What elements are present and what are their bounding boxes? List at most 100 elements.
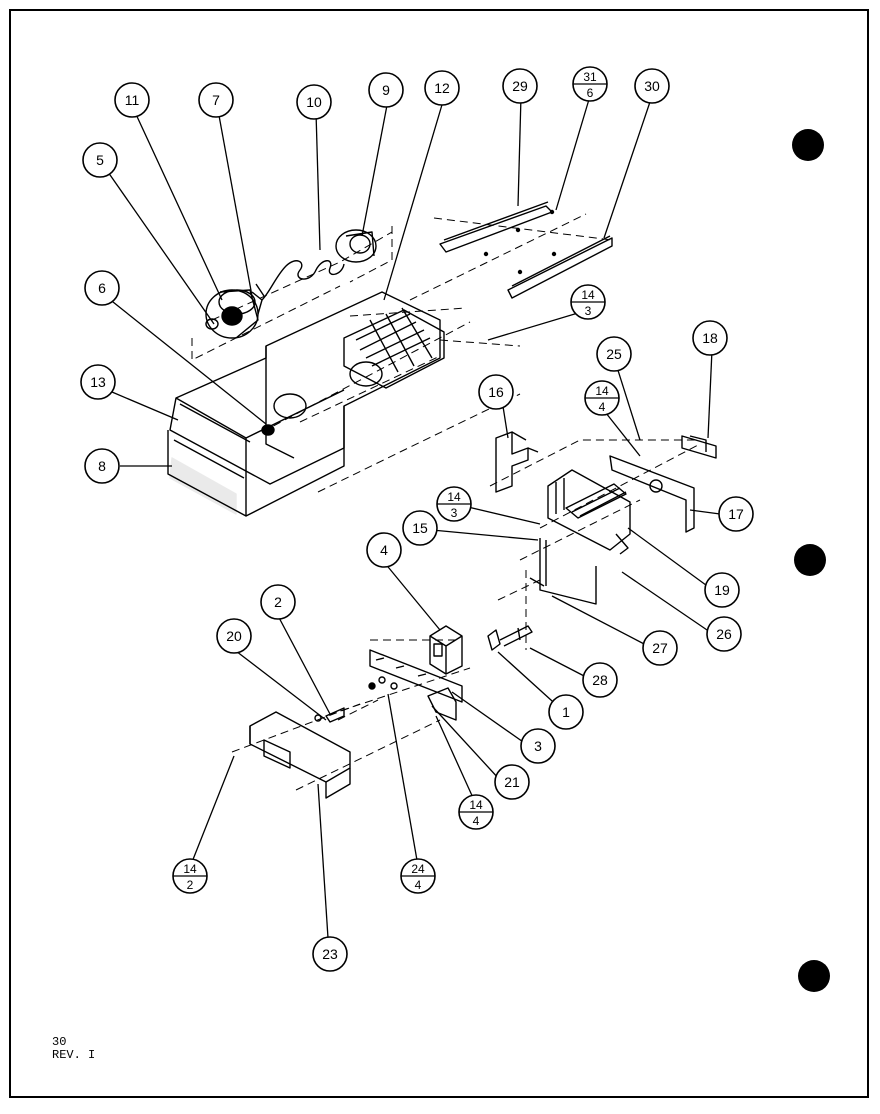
fraction-top: 24 [411, 862, 425, 876]
callout-label: 19 [714, 582, 730, 598]
wire-harness-part [529, 538, 597, 605]
callout-19: 19 [704, 572, 740, 608]
callout-circle [520, 728, 556, 764]
callout-label: 25 [606, 346, 622, 362]
spring-part [261, 260, 345, 301]
callout-label: 7 [212, 92, 220, 108]
callout-label: 6 [98, 280, 106, 296]
callout-label: 21 [504, 774, 520, 790]
callout-circle [198, 82, 234, 118]
fraction-bottom: 4 [473, 814, 480, 828]
callout-12: 12 [424, 70, 460, 106]
rail-part [439, 201, 613, 299]
fraction-bottom: 3 [585, 304, 592, 318]
callout-circle [114, 82, 150, 118]
page-border [9, 9, 869, 1098]
fraction-bottom: 4 [415, 878, 422, 892]
callout-18: 18 [692, 320, 728, 356]
fraction-callout-14-4: 144 [458, 794, 494, 830]
callout-26: 26 [706, 616, 742, 652]
callout-3: 3 [520, 728, 556, 764]
cover-part [249, 711, 351, 799]
callout-circle [82, 142, 118, 178]
callout-label: 15 [412, 520, 428, 536]
callout-circle [582, 662, 618, 698]
binder-holes [792, 129, 830, 992]
callout-label: 27 [652, 640, 668, 656]
callout-17: 17 [718, 496, 754, 532]
callout-label: 3 [534, 738, 542, 754]
callout-circle [704, 572, 740, 608]
callout-label: 26 [716, 626, 732, 642]
callout-label: 12 [434, 80, 450, 96]
binder-hole [794, 544, 826, 576]
callout-label: 13 [90, 374, 106, 390]
callout-label: 28 [592, 672, 608, 688]
callout-label: 16 [488, 384, 504, 400]
callout-circle [312, 936, 348, 972]
callout-6: 6 [84, 270, 120, 306]
fraction-top: 14 [469, 798, 483, 812]
callout-13: 13 [80, 364, 116, 400]
callout-label: 1 [562, 704, 570, 720]
callout-8: 8 [84, 448, 120, 484]
callout-4: 4 [366, 532, 402, 568]
callout-28: 28 [582, 662, 618, 698]
callout-label: 17 [728, 506, 744, 522]
fraction-top: 14 [595, 384, 609, 398]
callout-circle [402, 510, 438, 546]
callout-label: 29 [512, 78, 528, 94]
callout-15: 15 [402, 510, 438, 546]
icemaker-unit-part [547, 435, 717, 555]
fraction-top: 14 [581, 288, 595, 302]
callout-label: 23 [322, 946, 338, 962]
leader-lines [107, 95, 721, 939]
callout-circle [502, 68, 538, 104]
callout-label: 10 [306, 94, 322, 110]
callout-circle [216, 618, 252, 654]
callout-circle [596, 336, 632, 372]
callout-circle [366, 532, 402, 568]
callout-circle [706, 616, 742, 652]
callout-circle [84, 448, 120, 484]
callout-27: 27 [642, 630, 678, 666]
callout-label: 2 [274, 594, 282, 610]
part-drawings [107, 95, 721, 939]
callout-circle [548, 694, 584, 730]
callout-1: 1 [548, 694, 584, 730]
callout-10: 10 [296, 84, 332, 120]
callout-label: 20 [226, 628, 242, 644]
callout-label: 30 [644, 78, 660, 94]
callout-circle [368, 72, 404, 108]
bracket-part [495, 431, 539, 493]
callout-label: 5 [96, 152, 104, 168]
callout-25: 25 [596, 336, 632, 372]
mounting-plate-part [368, 649, 463, 721]
drive-motor-part [205, 283, 265, 339]
binder-hole [792, 129, 824, 161]
callout-circle [494, 764, 530, 800]
callout-7: 7 [198, 82, 234, 118]
fraction-callout-31-6: 316 [572, 66, 608, 102]
gear-part [335, 229, 377, 263]
callout-20: 20 [216, 618, 252, 654]
clip-part [314, 707, 345, 723]
revision-label: REV. I [52, 1048, 96, 1062]
callout-circle [634, 68, 670, 104]
callout-label: 8 [98, 458, 106, 474]
callout-29: 29 [502, 68, 538, 104]
callout-circle [296, 84, 332, 120]
callout-circle [84, 270, 120, 306]
page-footer: 30 REV. I [52, 1036, 95, 1062]
callout-label: 9 [382, 82, 390, 98]
fraction-top: 14 [447, 490, 461, 504]
page-number: 30 [52, 1035, 67, 1049]
module-part [429, 625, 463, 675]
callout-circle [478, 374, 514, 410]
binder-hole [798, 960, 830, 992]
fraction-bottom: 3 [451, 506, 458, 520]
callout-circle [260, 584, 296, 620]
